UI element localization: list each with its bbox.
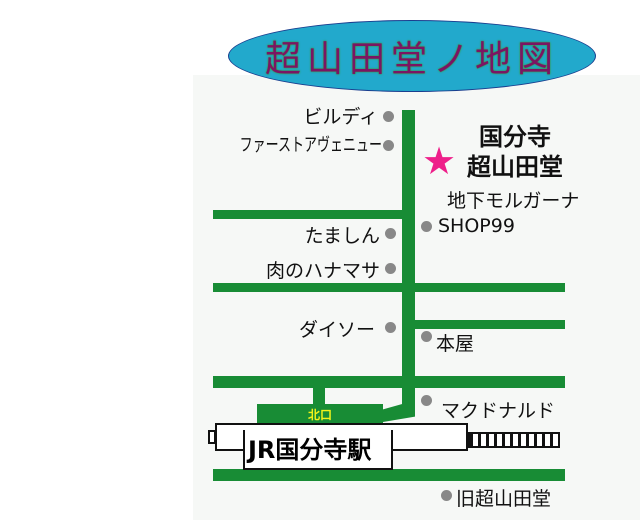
station-name: JR国分寺駅 bbox=[243, 430, 393, 470]
title-banner: 超山田堂ノ地図 bbox=[228, 20, 596, 92]
landmark-dot bbox=[421, 331, 432, 342]
shop-location: 地下モルガーナ bbox=[447, 190, 580, 212]
landmark-label: マクドナルド bbox=[441, 400, 556, 422]
landmark-dot bbox=[385, 228, 396, 239]
star-icon: ★ bbox=[422, 139, 457, 183]
street-2 bbox=[213, 283, 565, 292]
street-3 bbox=[414, 320, 565, 329]
landmark-dot bbox=[383, 111, 394, 122]
landmark-label: 旧超山田堂 bbox=[456, 488, 552, 510]
north-exit: 北口 bbox=[257, 404, 383, 426]
shop-name-line2: 超山田堂 bbox=[467, 153, 563, 181]
landmark-dot bbox=[441, 490, 452, 501]
street-1 bbox=[213, 210, 403, 219]
landmark-label: ファーストアヴェニュー bbox=[239, 135, 382, 157]
landmark-dot bbox=[421, 221, 432, 232]
railway-track bbox=[468, 432, 560, 448]
landmark-label: SHOP99 bbox=[438, 215, 515, 237]
shop-name: 国分寺 超山田堂 bbox=[467, 122, 563, 182]
landmark-dot bbox=[385, 322, 396, 333]
shop-name-line1: 国分寺 bbox=[479, 123, 551, 151]
landmark-dot bbox=[385, 263, 396, 274]
connector bbox=[313, 388, 325, 405]
map-title: 超山田堂ノ地図 bbox=[264, 39, 559, 80]
landmark-label: 肉のハナマサ bbox=[265, 260, 380, 282]
landmark-label: たましん bbox=[304, 225, 380, 247]
landmark-label: ダイソー bbox=[298, 319, 375, 341]
main-street-vertical bbox=[402, 110, 415, 410]
landmark-label: 本屋 bbox=[436, 333, 475, 355]
road-to-station bbox=[383, 404, 415, 422]
street-5 bbox=[213, 469, 565, 481]
landmark-dot bbox=[383, 140, 394, 151]
landmark-dot bbox=[421, 395, 432, 406]
street-4 bbox=[213, 376, 565, 388]
landmark-label: ビルディ bbox=[303, 106, 378, 128]
